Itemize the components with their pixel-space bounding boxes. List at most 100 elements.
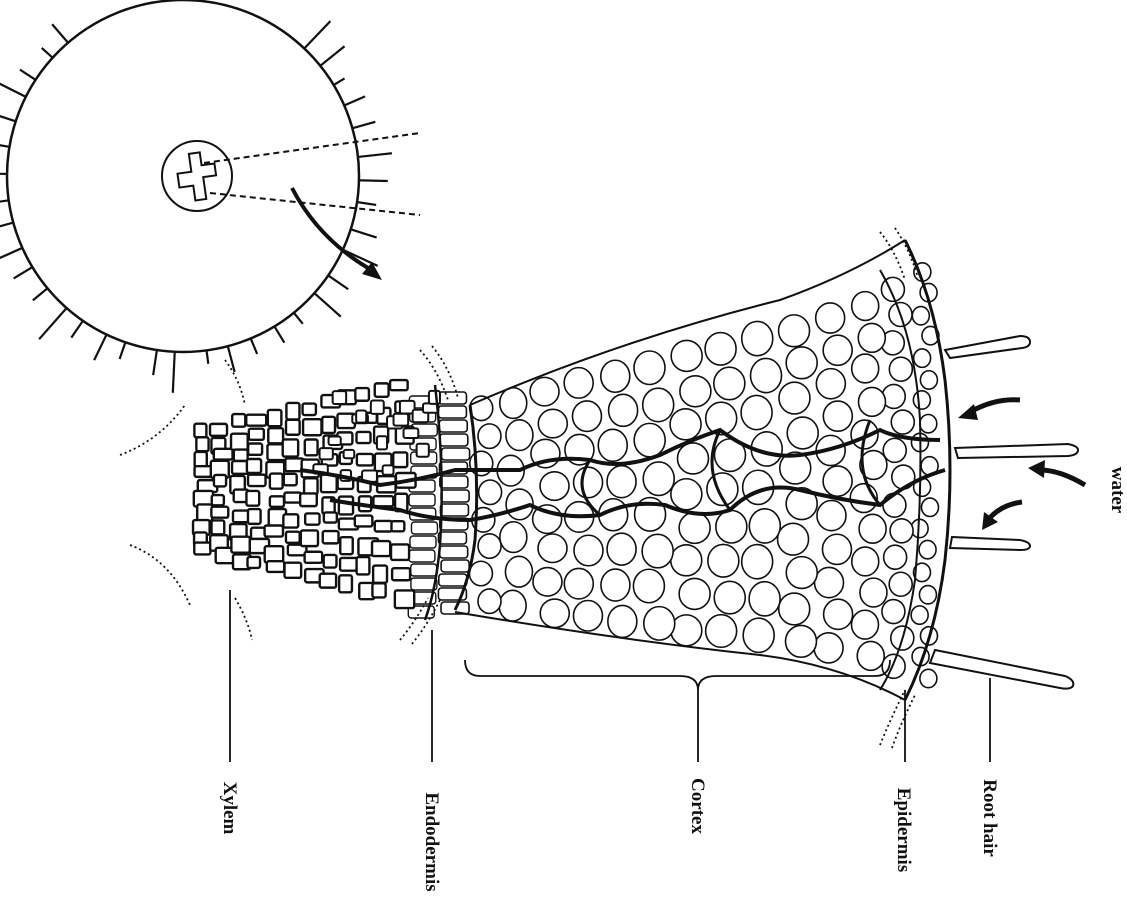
stele-cell bbox=[329, 437, 341, 446]
endodermis-cell bbox=[439, 574, 467, 586]
cortex-cell bbox=[716, 510, 747, 543]
stele-cell bbox=[417, 444, 429, 457]
cortex-cell bbox=[858, 323, 885, 352]
cortex-cell bbox=[643, 462, 674, 496]
cortex-cell bbox=[890, 519, 913, 543]
cortex-cell bbox=[882, 654, 905, 678]
cortex-cell bbox=[479, 480, 502, 505]
overview-root-hair bbox=[39, 307, 68, 340]
cortex-cell bbox=[852, 354, 879, 383]
cortex-cell bbox=[823, 335, 852, 365]
water-arrow-2 bbox=[1040, 470, 1085, 485]
stele-cell bbox=[383, 465, 394, 474]
xylem-cell bbox=[393, 452, 407, 467]
pericycle-cell bbox=[409, 550, 435, 562]
endodermis-cell bbox=[440, 504, 468, 516]
cortex-cell bbox=[607, 533, 636, 565]
cortex-cell bbox=[670, 409, 701, 440]
cortex-cell bbox=[574, 467, 603, 498]
cortex-cell bbox=[680, 376, 711, 407]
cortex-cell bbox=[469, 561, 492, 586]
pericycle-cell bbox=[411, 564, 437, 576]
endodermis-cell bbox=[438, 392, 466, 404]
overview-root-hair bbox=[350, 122, 375, 129]
xylem-cell bbox=[211, 507, 228, 518]
cortex-cell bbox=[889, 572, 912, 596]
overview-root-hair bbox=[14, 266, 34, 278]
cortex-label: Cortex bbox=[687, 778, 708, 834]
xylem-cell bbox=[194, 424, 206, 438]
root-hair-4 bbox=[930, 650, 1073, 689]
arrowhead-icon bbox=[1028, 460, 1045, 478]
cortex-cell bbox=[540, 599, 569, 628]
xylem-label: Xylem bbox=[219, 782, 240, 835]
overview-root-hair bbox=[227, 344, 234, 372]
cortex-cells bbox=[469, 263, 939, 688]
xylem-cell bbox=[268, 410, 282, 426]
xylem-cell bbox=[355, 516, 373, 527]
xylem-cell bbox=[196, 437, 208, 451]
epidermis-label: Epidermis bbox=[893, 788, 914, 872]
xylem-cell bbox=[231, 537, 249, 553]
xylem-cell bbox=[246, 491, 259, 506]
endodermis-cell bbox=[438, 532, 466, 544]
xylem-cell bbox=[357, 557, 370, 574]
xylem-cell bbox=[247, 459, 261, 473]
cortex-cell bbox=[538, 409, 567, 438]
xylem-cell bbox=[324, 555, 337, 568]
cortex-cell bbox=[823, 401, 852, 431]
stele-cell bbox=[377, 436, 387, 449]
cortex-cell bbox=[609, 394, 638, 426]
cortex-cell bbox=[749, 509, 780, 543]
cortex-cell bbox=[921, 498, 938, 516]
endodermis-cell bbox=[438, 406, 466, 418]
xylem-cell bbox=[214, 475, 226, 486]
overview-root-hair bbox=[319, 46, 345, 67]
cortex-cell bbox=[779, 315, 810, 347]
cortex-cell bbox=[741, 395, 772, 429]
cortex-cell bbox=[634, 423, 665, 457]
endodermis-cell bbox=[442, 448, 470, 460]
xylem-cell bbox=[270, 496, 284, 506]
cortex-cell bbox=[538, 534, 567, 563]
cortex-cell bbox=[714, 581, 745, 614]
xylem-cell bbox=[214, 449, 233, 460]
overview-root-outline bbox=[7, 0, 359, 352]
cortex-cell bbox=[677, 443, 708, 474]
xylem-cell bbox=[375, 521, 392, 532]
xylem-cell bbox=[286, 420, 300, 435]
cortex-cell bbox=[743, 618, 774, 652]
overview-root-hair bbox=[313, 292, 341, 317]
xylem-cell bbox=[248, 475, 265, 486]
arrowhead-icon bbox=[958, 404, 978, 420]
cortex-cell bbox=[530, 377, 559, 406]
cortex-cell bbox=[478, 424, 501, 449]
xylem-cell bbox=[391, 544, 409, 560]
overview-root-hair bbox=[303, 21, 330, 50]
cortex-cell bbox=[787, 417, 818, 449]
overview-root-hair bbox=[94, 333, 107, 360]
cortex-cell bbox=[751, 358, 782, 392]
endodermis-cell bbox=[440, 476, 468, 488]
cortex-cell bbox=[859, 514, 886, 543]
xylem-cell bbox=[339, 497, 353, 515]
xylem-cell bbox=[270, 474, 283, 489]
overview-root-hair bbox=[0, 247, 24, 262]
overview-root-hair bbox=[153, 348, 157, 375]
xylem-cell bbox=[357, 432, 371, 443]
root-hairs bbox=[930, 336, 1078, 689]
stele-cell bbox=[333, 391, 346, 404]
stele-cell bbox=[344, 450, 355, 458]
cortex-cell bbox=[817, 500, 846, 530]
cortex-cell bbox=[815, 567, 844, 597]
xylem-cell bbox=[339, 575, 352, 592]
xylem-cell bbox=[284, 474, 297, 485]
water-label: water bbox=[1107, 467, 1127, 514]
xylem-cell bbox=[395, 590, 414, 608]
endodermis-cell bbox=[441, 490, 469, 502]
cortex-cell bbox=[564, 568, 593, 599]
cortex-cell bbox=[778, 523, 809, 555]
xylem-cell bbox=[232, 414, 245, 427]
xylem-cell bbox=[324, 512, 337, 522]
water-arrow-3 bbox=[988, 502, 1022, 520]
